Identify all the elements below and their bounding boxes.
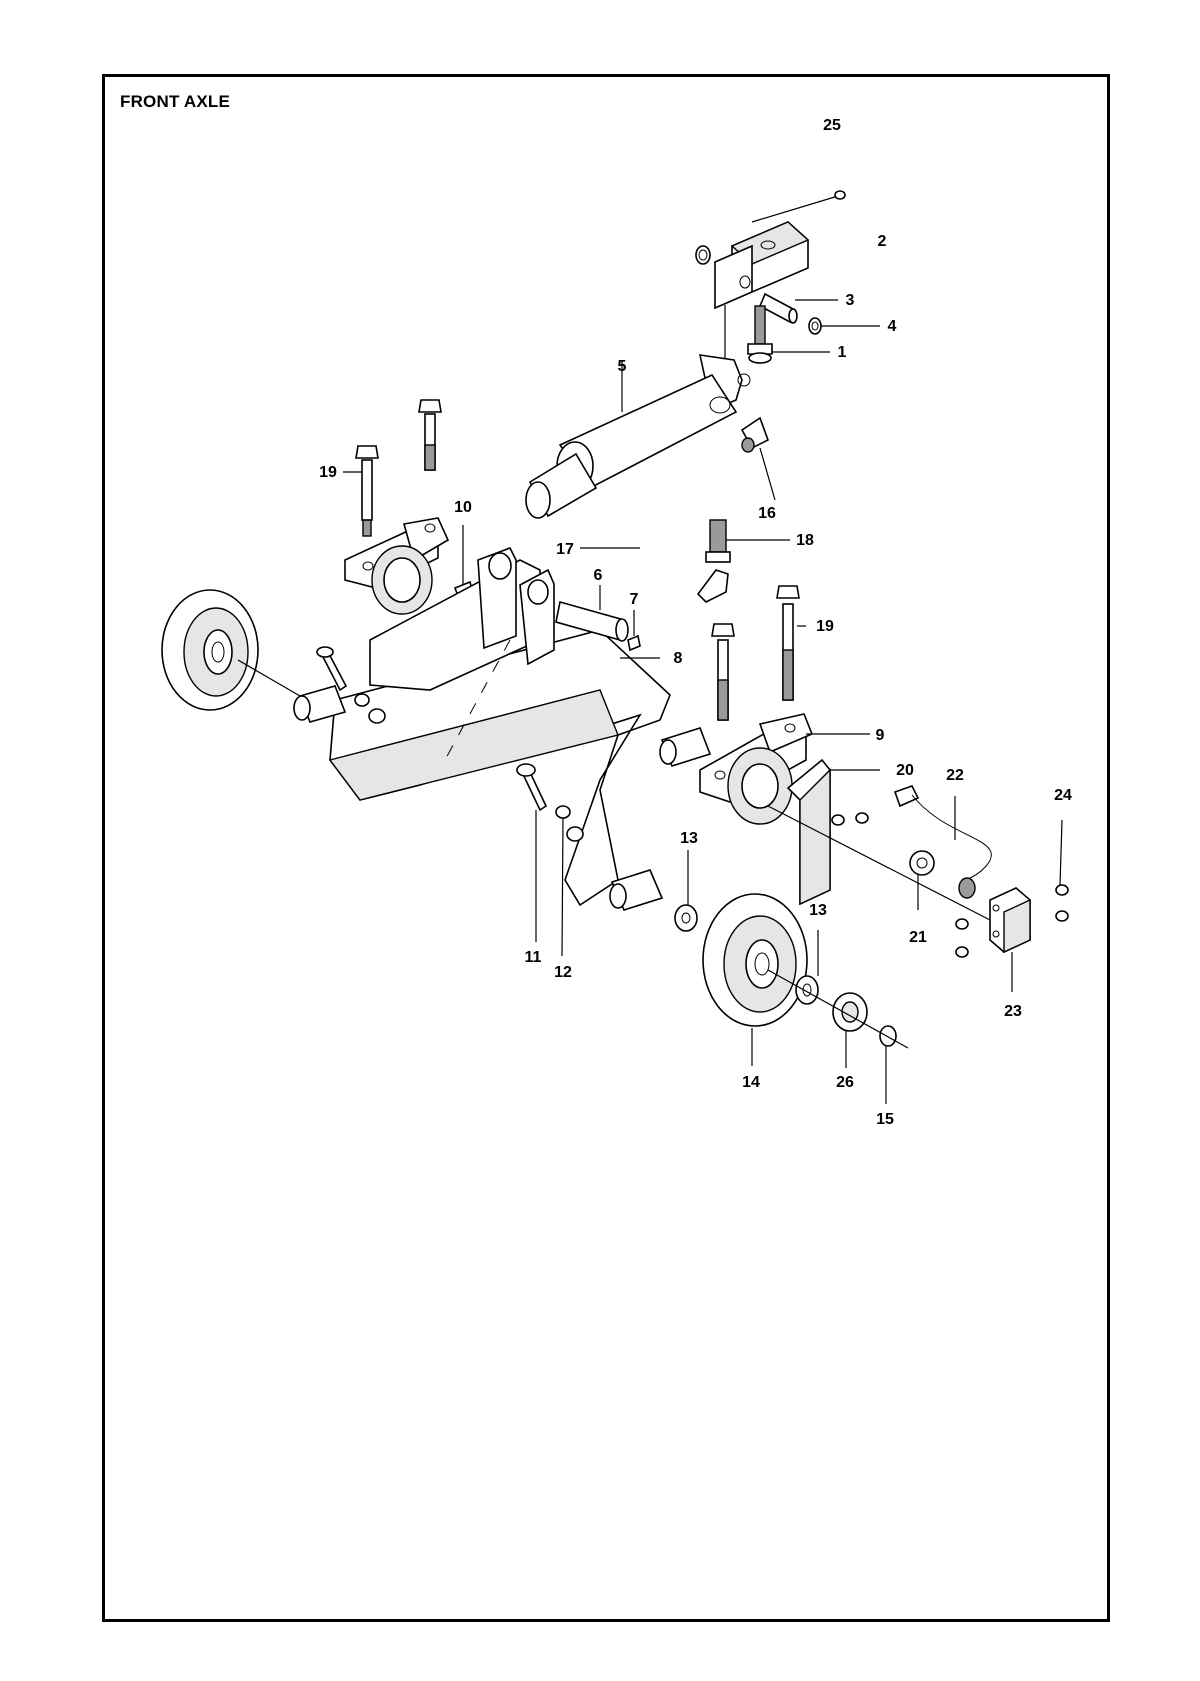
callout-19-left: 19 <box>319 464 337 481</box>
grease-fitting-part-10 <box>453 525 473 598</box>
nut-part-12 <box>555 805 584 957</box>
callout-2: 2 <box>878 233 887 250</box>
screws-part-23 <box>955 918 969 958</box>
wheel-right-part <box>702 893 808 1066</box>
bolt-part-1 <box>747 305 830 364</box>
washer-part-13-outer <box>795 930 819 1005</box>
callout-6: 6 <box>594 567 603 584</box>
clip-part-15 <box>879 1025 897 1104</box>
bolt-part-19-left-a <box>343 445 379 537</box>
sensor-cable-part <box>893 785 992 899</box>
callout-24: 24 <box>1054 787 1072 804</box>
callout-4: 4 <box>888 318 897 335</box>
pin-part-3 <box>758 292 838 324</box>
callout-17: 17 <box>556 541 574 558</box>
wheel-left-part <box>161 589 259 711</box>
sensor-bracket-part <box>786 758 880 906</box>
callout-labels: 25 2 3 4 1 5 19 10 16 18 17 6 7 8 19 9 2… <box>319 117 1072 1128</box>
sensor-box-part <box>989 887 1031 992</box>
callout-10: 10 <box>454 499 472 516</box>
pillow-block-left-part <box>344 517 450 615</box>
axle-stub-right-part <box>659 727 712 767</box>
callout-14: 14 <box>742 1074 760 1091</box>
washer-part-13-inner <box>674 850 698 932</box>
axle-stub-lower-part <box>609 869 664 911</box>
callout-5: 5 <box>618 358 627 375</box>
drawing-frame <box>102 74 1110 1622</box>
callout-13-left: 13 <box>680 830 698 847</box>
screw-part-20-a <box>831 812 869 826</box>
bolt-part-25 <box>751 190 846 223</box>
grease-fitting-part-7 <box>627 610 641 652</box>
ring-part-left <box>695 245 711 265</box>
screws-part-24 <box>1055 819 1069 922</box>
clip-part-4 <box>808 317 880 335</box>
callout-21: 21 <box>909 929 927 946</box>
callout-20: 20 <box>896 762 914 779</box>
bolt-part-19-right-a <box>711 623 735 721</box>
bolt-part-11 <box>516 763 548 942</box>
callout-25: 25 <box>823 117 841 134</box>
axle-stub-left-part <box>293 685 347 723</box>
callout-12: 12 <box>554 964 572 981</box>
spacer-part-26 <box>832 992 868 1068</box>
diagram-title: FRONT AXLE <box>120 92 230 111</box>
callout-26: 26 <box>836 1074 854 1091</box>
bolt-part-19-left-b <box>418 399 442 471</box>
callout-13-right: 13 <box>809 902 827 919</box>
callout-7: 7 <box>630 591 639 608</box>
callout-22: 22 <box>946 767 964 784</box>
callout-3: 3 <box>846 292 855 309</box>
bolt-part-11-left <box>316 646 386 724</box>
callout-23: 23 <box>1004 1003 1022 1020</box>
magnet-part-21 <box>909 850 935 910</box>
clevis-bracket-part <box>714 221 810 310</box>
callout-16: 16 <box>758 505 776 522</box>
callout-1: 1 <box>838 344 847 361</box>
callout-11: 11 <box>525 949 542 966</box>
pillow-block-right-part <box>699 713 870 825</box>
callout-9: 9 <box>876 727 885 744</box>
callout-15: 15 <box>876 1111 894 1128</box>
hydraulic-cylinder-part <box>525 354 751 519</box>
fitting-part-16 <box>740 416 776 501</box>
mount-plate-right-part <box>519 568 555 666</box>
mount-plate-left-part <box>477 546 517 650</box>
callout-18: 18 <box>796 532 814 549</box>
bolt-part-19-right-b <box>776 585 806 701</box>
fitting-part-17b <box>580 547 729 603</box>
callout-8: 8 <box>674 650 683 667</box>
callout-19-right: 19 <box>816 618 834 635</box>
hydraulic-hose-part <box>642 450 737 592</box>
pivot-pin-part-6 <box>555 585 629 642</box>
fitting-part-18 <box>705 519 790 563</box>
